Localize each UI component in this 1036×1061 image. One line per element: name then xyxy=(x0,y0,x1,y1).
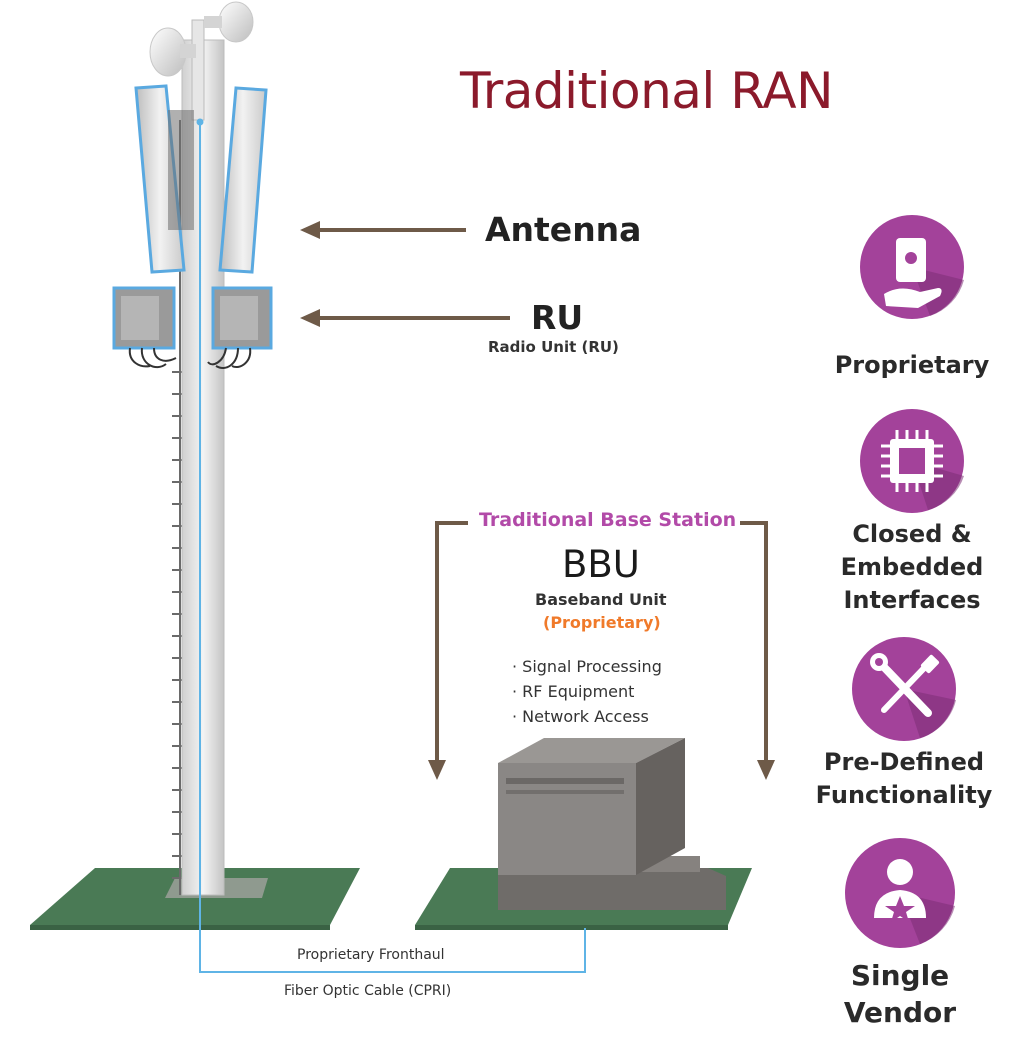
radio-unit-right xyxy=(207,286,273,369)
fronthaul-label: Proprietary Fronthaul xyxy=(297,947,445,963)
feature-proprietary-label: Proprietary xyxy=(834,351,990,379)
feature-single-vendor-label: Single Vendor xyxy=(843,959,957,1029)
antenna-panel-right xyxy=(218,86,268,274)
base-station-label: Traditional Base Station xyxy=(479,509,737,531)
bbu-proprietary-note: (Proprietary) xyxy=(543,613,661,632)
feature-predefined-functionality-label: Pre-Defined Functionality xyxy=(815,748,993,809)
antenna-mount-bracket xyxy=(168,110,194,230)
bbu-function-item: · RF Equipment xyxy=(512,682,635,701)
ru-label: RU xyxy=(531,298,584,337)
bbu-label: BBU xyxy=(562,543,640,586)
tower-mast xyxy=(191,19,205,121)
bbu-cabinet xyxy=(498,738,726,910)
ru-arrow xyxy=(300,309,510,327)
ru-sub-label: Radio Unit (RU) xyxy=(488,338,619,356)
feature-closed-interfaces-label: Closed & Embedded Interfaces xyxy=(840,520,984,614)
antenna-label: Antenna xyxy=(485,210,642,249)
hand-holding-device-icon xyxy=(860,215,964,319)
fiber-optic-cable xyxy=(196,118,586,973)
page-title: Traditional RAN xyxy=(460,62,834,120)
bbu-function-list: · Signal Processing · RF Equipment · Net… xyxy=(512,654,662,729)
chip-icon xyxy=(860,409,964,513)
wrench-screwdriver-icon xyxy=(852,637,956,741)
person-star-icon xyxy=(845,838,955,948)
microwave-dish-icon xyxy=(204,1,254,43)
base-station-bracket-left xyxy=(428,521,468,780)
microwave-dish-icon xyxy=(149,27,196,77)
bbu-sub-label: Baseband Unit xyxy=(535,590,667,609)
bbu-function-item: · Network Access xyxy=(512,707,649,726)
radio-unit-left xyxy=(112,286,177,369)
base-station-bracket-right xyxy=(740,521,775,780)
bbu-function-item: · Signal Processing xyxy=(512,657,662,676)
antenna-arrow xyxy=(300,221,466,239)
cable-label: Fiber Optic Cable (CPRI) xyxy=(284,983,452,999)
